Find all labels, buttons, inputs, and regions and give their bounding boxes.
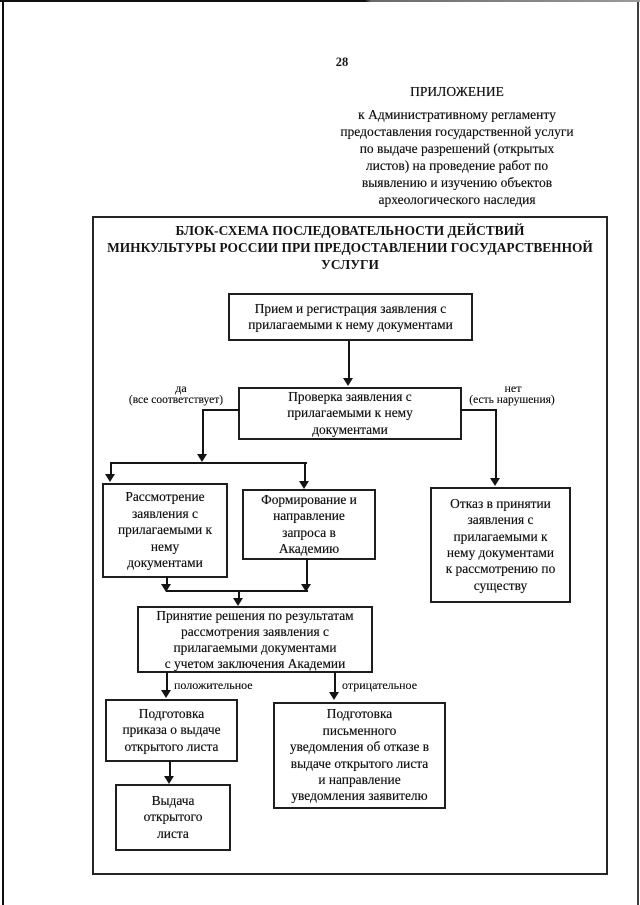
flow-line xyxy=(110,462,112,475)
page-number: 28 xyxy=(335,55,349,69)
arrowhead-icon xyxy=(329,692,339,700)
arrowhead-icon xyxy=(233,598,243,606)
flow-line xyxy=(304,462,306,482)
appendix-text: к Административному регламенту предостав… xyxy=(340,107,574,207)
label-negative-decision: отрицательное xyxy=(342,678,418,692)
arrowhead-icon xyxy=(197,454,207,462)
node-make-decision: Принятие решения по результатам рассмотр… xyxy=(137,606,373,673)
node-refuse-acceptance: Отказ в принятии заявления с прилагаемым… xyxy=(430,487,571,603)
scan-edge-left xyxy=(2,0,4,905)
node-send-request-academy: Формирование и направление запроса в Ака… xyxy=(242,489,376,560)
appendix-heading: ПРИЛОЖЕНИЕ к Административному регламент… xyxy=(318,83,596,208)
arrowhead-icon xyxy=(490,478,500,486)
node-review-application: Рассмотрение заявления с прилагаемыми к … xyxy=(102,483,228,578)
node-receive-registration: Прием и регистрация заявления с прилагае… xyxy=(228,293,473,341)
flow-line xyxy=(495,409,497,479)
flow-line xyxy=(334,672,336,693)
flow-line xyxy=(166,576,168,586)
label-no-condition: (есть нарушения) xyxy=(469,394,555,406)
arrowhead-icon xyxy=(161,584,171,592)
arrowhead-icon xyxy=(161,690,171,698)
flow-line xyxy=(110,462,307,464)
flow-line xyxy=(169,761,171,778)
arrowhead-icon xyxy=(301,584,311,592)
node-issue-sheet: Выдача открытого листа xyxy=(115,784,231,851)
flow-line xyxy=(238,592,240,599)
flow-line xyxy=(348,341,350,379)
flow-line xyxy=(166,672,168,691)
arrowhead-icon xyxy=(299,481,309,489)
flow-line xyxy=(166,590,308,592)
arrowhead-icon xyxy=(343,378,353,386)
label-yes: да xyxy=(175,381,187,395)
arrowhead-icon xyxy=(164,776,174,784)
label-positive-decision: положительное xyxy=(174,678,253,692)
label-no: нет xyxy=(504,381,522,395)
flowchart-title: БЛОК-СХЕМА ПОСЛЕДОВАТЕЛЬНОСТИ ДЕЙСТВИЙ М… xyxy=(107,223,593,272)
label-yes-condition: (все соответствует) xyxy=(128,394,224,406)
scan-edge-right xyxy=(637,0,639,905)
appendix-title: ПРИЛОЖЕНИЕ xyxy=(410,84,504,99)
node-check-application: Проверка заявления с прилагаемыми к нему… xyxy=(238,387,462,440)
flow-line xyxy=(306,558,308,586)
node-prepare-order: Подготовка приказа о выдаче открытого ли… xyxy=(105,699,238,762)
arrowhead-icon xyxy=(105,474,115,482)
flow-line xyxy=(202,409,204,455)
scan-edge-top xyxy=(0,0,640,2)
flow-line xyxy=(460,409,497,411)
node-prepare-refusal-notice: Подготовка письменного уведомления об от… xyxy=(273,702,446,809)
flow-line xyxy=(204,409,240,411)
